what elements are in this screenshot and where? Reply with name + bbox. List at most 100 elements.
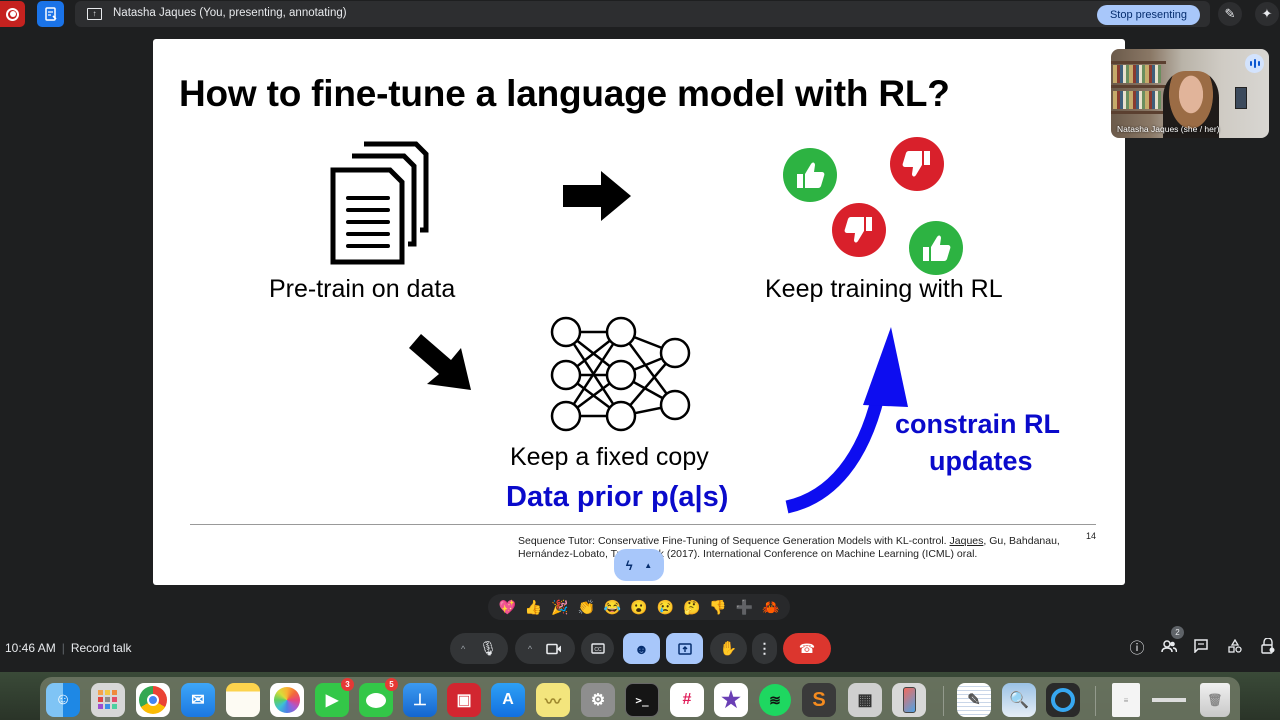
- dock-app-textedit[interactable]: ✎: [957, 683, 991, 717]
- participant-name: Natasha Jaques (she / her): [1117, 124, 1220, 134]
- right-arrow-icon: [563, 171, 631, 221]
- footer-divider: [190, 524, 1096, 525]
- self-video-tile[interactable]: Natasha Jaques (she / her): [1111, 49, 1269, 138]
- captions-button[interactable]: CC: [581, 633, 614, 664]
- camera-icon[interactable]: [546, 643, 562, 655]
- spotify-icon: ≋: [759, 684, 791, 716]
- dock-app-photo-booth[interactable]: ▣: [447, 683, 481, 717]
- dock-app-keynote[interactable]: ⊥: [403, 683, 437, 717]
- dock-app-messages[interactable]: 5: [359, 678, 398, 717]
- host-controls-button[interactable]: [1257, 637, 1279, 660]
- reaction-thumbs-up[interactable]: 👍: [524, 598, 543, 615]
- citation-author-link: Jaques: [949, 535, 984, 547]
- emoji-icon: ☻: [634, 640, 649, 657]
- people-button[interactable]: [1158, 638, 1180, 660]
- pretrain-label: Pre-train on data: [269, 275, 456, 303]
- chevron-up-icon[interactable]: ^: [527, 643, 533, 654]
- message-bubble-icon: [366, 692, 386, 708]
- thumbs-up-icon: [909, 221, 963, 275]
- annotate-button[interactable]: ✎: [1218, 2, 1242, 26]
- notification-badge: 5: [385, 678, 398, 691]
- constrain-label-line2: updates: [929, 446, 1033, 476]
- more-options-button[interactable]: ⋮: [752, 633, 777, 664]
- camera-control[interactable]: ^: [515, 633, 575, 664]
- dock-app-slack[interactable]: #: [670, 683, 704, 717]
- annotation-pen-icon[interactable]: ϟ: [625, 557, 633, 573]
- reaction-laugh[interactable]: 😂: [603, 598, 622, 615]
- dock-app-iphone-mirroring[interactable]: [892, 683, 926, 717]
- dock-app-imovie[interactable]: ★: [714, 683, 748, 717]
- books: [1113, 91, 1161, 109]
- reaction-clap[interactable]: 👏: [577, 598, 595, 615]
- activities-icon: [1228, 638, 1242, 653]
- gemini-button[interactable]: ✦: [1255, 2, 1279, 26]
- dock-item-chrome-window[interactable]: [1152, 683, 1186, 717]
- record-icon: [6, 7, 19, 21]
- dock-app-quicktime[interactable]: [1046, 683, 1080, 717]
- dock-app-system-settings[interactable]: ⚙: [581, 683, 615, 717]
- dock-app-notes[interactable]: [226, 683, 260, 717]
- reaction-sparkling-heart[interactable]: 💖: [498, 598, 516, 615]
- chrome-icon: [139, 686, 167, 714]
- reactions-button[interactable]: ☻: [623, 633, 660, 664]
- dock-app-calculator[interactable]: ▦: [848, 683, 882, 717]
- dock-app-spotify[interactable]: ≋: [758, 683, 792, 717]
- dock-app-launchpad[interactable]: [91, 683, 125, 717]
- dock-app-stickies[interactable]: 〰: [536, 683, 570, 717]
- reaction-crab[interactable]: 🦀: [762, 598, 780, 615]
- present-button[interactable]: [666, 633, 703, 664]
- leave-call-button[interactable]: ☎: [783, 633, 831, 664]
- sparkle-icon: ✦: [1261, 6, 1273, 21]
- annotation-toolbar[interactable]: ϟ ▲: [614, 549, 664, 581]
- blue-curved-arrow-icon: [785, 327, 908, 514]
- citation-title: Sequence Tutor: Conservative Fine-Tuning…: [518, 535, 950, 547]
- record-button[interactable]: [0, 1, 25, 27]
- thumbs-down-icon: [890, 137, 944, 191]
- dock-app-photos[interactable]: [270, 683, 304, 717]
- raise-hand-button[interactable]: ✋: [710, 633, 747, 664]
- present-screen-icon: [677, 642, 692, 655]
- reaction-party-popper[interactable]: 🎉: [551, 598, 569, 615]
- people-icon: [1161, 640, 1178, 653]
- dock-app-sublime-text[interactable]: S: [802, 683, 836, 717]
- reaction-more[interactable]: ➕: [735, 598, 754, 615]
- books: [1113, 65, 1161, 83]
- chevron-up-icon[interactable]: ▲: [644, 560, 653, 570]
- dock-separator: [943, 686, 944, 716]
- activities-button[interactable]: [1224, 638, 1246, 660]
- chat-button[interactable]: [1190, 638, 1212, 660]
- neural-network-icon: [550, 316, 691, 432]
- dock-app-chrome[interactable]: [136, 683, 170, 717]
- bookshelf: [1111, 111, 1166, 114]
- dock-app-finder[interactable]: ☺: [46, 683, 80, 717]
- slide-page-number: 14: [1086, 531, 1097, 541]
- dock-app-trash[interactable]: 🗑: [1200, 683, 1230, 717]
- chrome-window-thumbnail: [1152, 698, 1186, 702]
- reaction-thinking[interactable]: 🤔: [682, 598, 701, 615]
- bookshelf: [1111, 61, 1166, 64]
- dock-app-terminal[interactable]: >_: [625, 683, 659, 717]
- dock-app-facetime[interactable]: ▶ 3: [315, 678, 354, 717]
- citation: Sequence Tutor: Conservative Fine-Tuning…: [518, 535, 1078, 561]
- rl-label: Keep training with RL: [765, 275, 1003, 303]
- dock-app-app-store[interactable]: A: [491, 683, 525, 717]
- meeting-details-button[interactable]: ⓘ: [1126, 638, 1148, 660]
- microphone-icon[interactable]: 🎙: [479, 640, 497, 656]
- reaction-thumbs-down[interactable]: 👎: [709, 598, 727, 615]
- presenting-banner: ↑ Natasha Jaques (You, presenting, annot…: [75, 1, 1210, 27]
- dock-item-document[interactable]: ≡: [1112, 683, 1140, 717]
- stop-presenting-button[interactable]: Stop presenting: [1097, 5, 1200, 25]
- chat-icon: [1194, 639, 1208, 654]
- reaction-sad[interactable]: 😢: [656, 598, 675, 615]
- meeting-notes-icon: [44, 7, 57, 21]
- dock-app-mail[interactable]: ✉: [181, 683, 215, 717]
- reaction-surprised[interactable]: 😮: [630, 598, 648, 615]
- meeting-notes-button[interactable]: [37, 1, 64, 27]
- mic-control[interactable]: ^ 🎙: [450, 633, 508, 664]
- dock-app-preview[interactable]: 🔍: [1002, 683, 1036, 717]
- hang-up-icon: ☎: [798, 640, 816, 656]
- slide-title: How to fine-tune a language model with R…: [179, 73, 950, 114]
- participant-video: [1163, 71, 1219, 138]
- bookshelf: [1111, 85, 1166, 88]
- chevron-up-icon[interactable]: ^: [460, 643, 466, 654]
